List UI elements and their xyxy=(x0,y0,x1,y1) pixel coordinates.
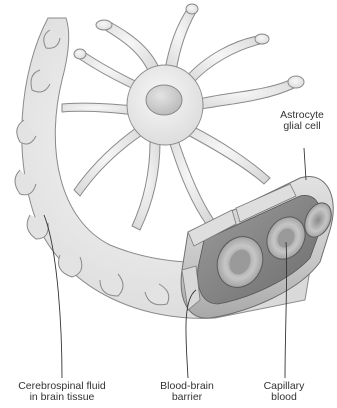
label-astrocyte-line2: glial cell xyxy=(272,121,332,132)
label-capillary-line2: blood xyxy=(250,392,318,403)
label-csf-line2: in brain tissue xyxy=(0,392,124,403)
nucleus xyxy=(146,85,182,115)
astrocyte-cell-body xyxy=(127,65,203,145)
label-capillary-blood: Capillary blood xyxy=(250,381,318,403)
label-blood-brain-barrier: Blood-brain barrier xyxy=(152,381,222,403)
leader-astrocyte xyxy=(304,148,306,180)
label-bbb-line2: barrier xyxy=(152,392,222,403)
label-cerebrospinal-fluid: Cerebrospinal fluid in brain tissue xyxy=(0,381,124,403)
label-astrocyte-glial-cell: Astrocyte glial cell xyxy=(272,110,332,132)
